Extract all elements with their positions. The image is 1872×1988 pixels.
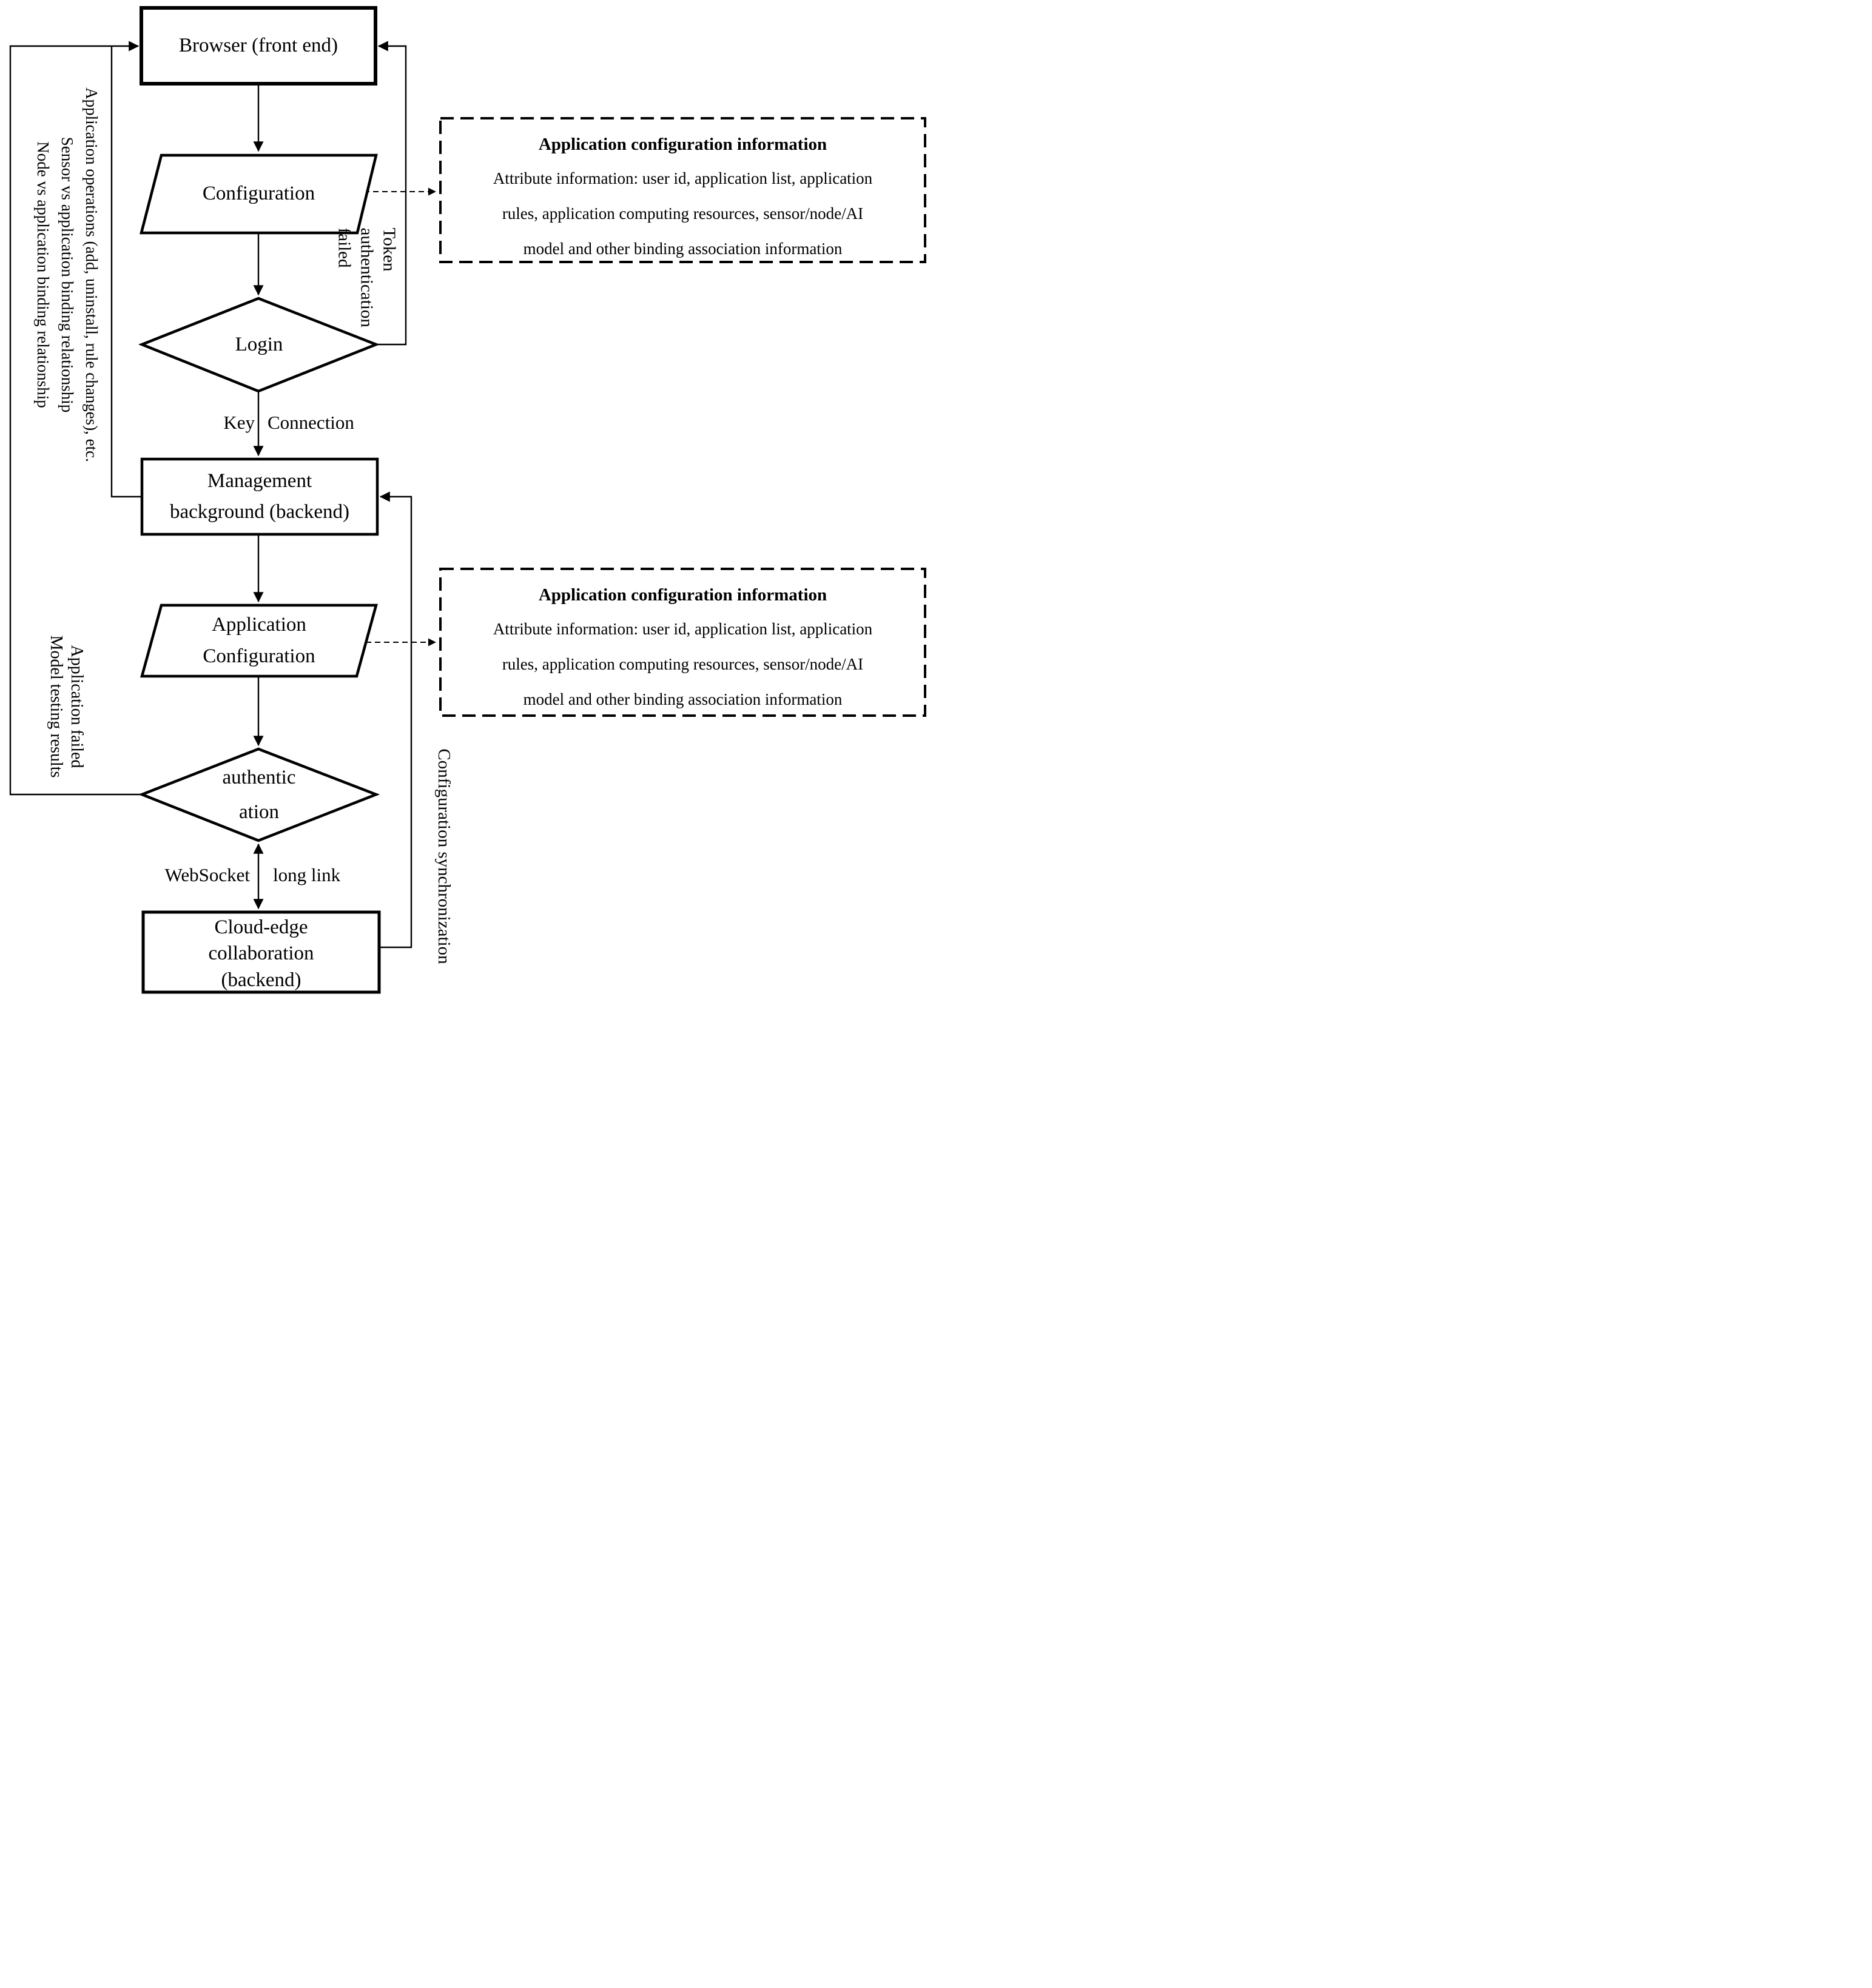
edge-label-config-sync: Configuration synchronization	[434, 748, 454, 964]
browser-label-text: Browser (front end)	[178, 34, 338, 56]
edge-label-long-link: long link	[273, 864, 341, 885]
management-label-line1: Management	[207, 469, 312, 492]
cloud-edge-label-line1: Cloud-edge	[214, 916, 308, 938]
login-node-label: Login	[142, 298, 376, 391]
appconfig-label-line1: Application	[212, 614, 306, 636]
cloud-edge-label-line3: (backend)	[221, 969, 301, 991]
edge-label-app-failed-line1: Application failed	[67, 645, 86, 768]
authentication-label-line2: ation	[239, 801, 279, 823]
info-box-top-title: Application configuration information	[538, 135, 827, 154]
configuration-label-text: Configuration	[202, 183, 315, 205]
edge-label-token-line2: authentication	[357, 227, 377, 327]
info-box-bottom-body3: model and other binding association info…	[523, 690, 843, 708]
flowchart-canvas	[9, 6, 926, 994]
management-label-line2: background (backend)	[170, 501, 349, 523]
arrow-cloud-to-management-config-sync	[379, 491, 412, 949]
arrow-management-to-browser-operations	[110, 46, 142, 498]
edge-label-connection: Connection	[268, 412, 354, 433]
info-box-bottom: Application configuration information At…	[440, 569, 925, 716]
cloud-edge-box-shape	[141, 910, 381, 994]
info-box-top: Application configuration information At…	[440, 118, 925, 262]
info-box-bottom-border	[439, 568, 926, 717]
arrow-login-to-browser-token-failed	[376, 41, 407, 346]
login-label-text: Login	[235, 333, 283, 355]
browser-box-shape	[140, 6, 377, 86]
login-diamond-shape	[138, 297, 380, 393]
info-box-bottom-title: Application configuration information	[538, 585, 827, 605]
configuration-node-label: Configuration	[141, 155, 376, 233]
edge-label-app-operations-line1: Application operations (add, uninstall, …	[82, 87, 101, 462]
edge-label-app-failed: Application failed Model testing results	[44, 622, 87, 791]
info-box-top-border	[439, 117, 926, 263]
info-box-top-body2: rules, application computing resources, …	[502, 204, 864, 223]
edge-label-app-operations: Application operations (add, uninstall, …	[30, 56, 103, 493]
edge-label-token-line1: Token	[379, 227, 399, 272]
management-box-shape	[140, 457, 379, 536]
edge-label-app-operations-line3: Node vs application binding relationship	[34, 141, 53, 408]
edge-label-app-operations-line2: Sensor vs application binding relationsh…	[58, 136, 77, 413]
configuration-parallelogram-shape	[140, 153, 378, 235]
cloud-edge-label-line2: collaboration	[208, 942, 314, 965]
info-box-top-body1: Attribute information: user id, applicat…	[493, 169, 873, 187]
edge-label-token-line3: failed	[334, 227, 354, 268]
info-box-bottom-body2: rules, application computing resources, …	[502, 655, 864, 673]
authentication-node-label: authentic ation	[142, 749, 376, 841]
management-node-label: Management background (backend)	[142, 459, 377, 534]
edge-label-websocket: WebSocket	[164, 864, 250, 885]
appconfig-parallelogram-shape	[140, 603, 378, 678]
edge-label-app-failed-line2: Model testing results	[46, 635, 66, 778]
arrow-authentication-to-browser-results	[9, 41, 142, 796]
browser-node-label: Browser (front end)	[141, 8, 375, 84]
edge-label-token-auth-failed: Token authentication failed	[333, 228, 400, 349]
edge-label-key: Key	[223, 412, 255, 433]
authentication-diamond-shape	[138, 747, 380, 842]
authentication-label-line1: authentic	[222, 767, 296, 789]
info-box-bottom-body1: Attribute information: user id, applicat…	[493, 620, 873, 638]
appconfig-label-line2: Configuration	[203, 645, 315, 667]
appconfig-node-label: Application Configuration	[142, 605, 376, 676]
flowchart-diagram: Browser (front end) Configuration Login …	[0, 0, 936, 994]
info-box-top-body3: model and other binding association info…	[523, 240, 843, 258]
cloud-edge-node-label: Cloud-edge collaboration (backend)	[143, 912, 379, 994]
